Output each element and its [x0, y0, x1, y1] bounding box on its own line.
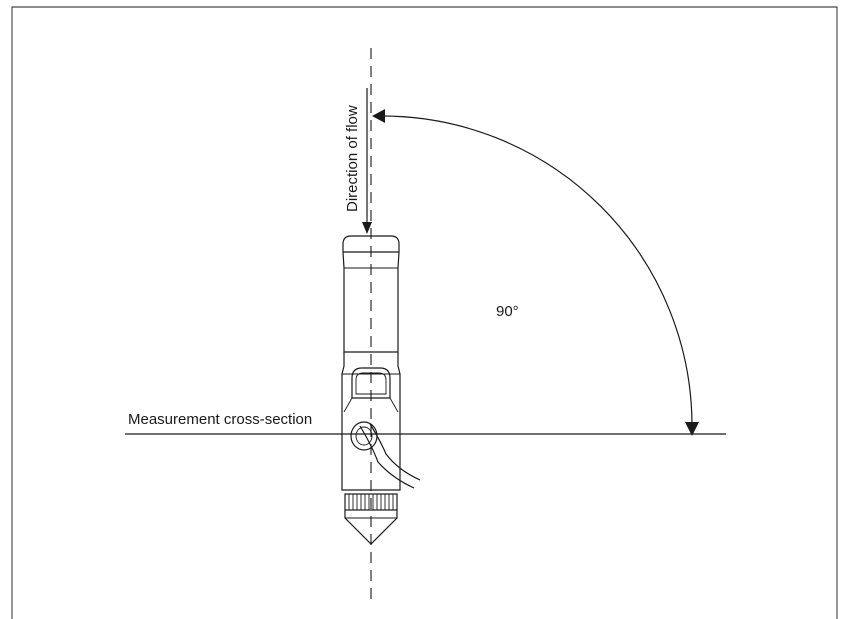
angle-label: 90° — [496, 303, 519, 320]
probe — [341, 235, 421, 545]
arc-arrowhead-top — [372, 109, 385, 123]
figure-frame — [11, 6, 838, 619]
probe-cable — [369, 423, 421, 481]
probe-knurled-nut — [344, 493, 398, 511]
cross-section-label: Measurement cross-section — [128, 411, 312, 428]
angle-arc-arrow — [372, 109, 699, 436]
probe-top-cap — [342, 235, 400, 253]
flow-direction-label: Direction of flow — [344, 105, 361, 212]
probe-upper-body — [342, 251, 400, 353]
probe-lower-body — [341, 352, 401, 491]
sensor-window — [351, 367, 391, 399]
arc-arrowhead-bottom — [685, 422, 699, 436]
flow-direction-arrow — [362, 88, 372, 234]
sensor-loop — [350, 421, 378, 451]
probe-tip — [344, 510, 398, 545]
